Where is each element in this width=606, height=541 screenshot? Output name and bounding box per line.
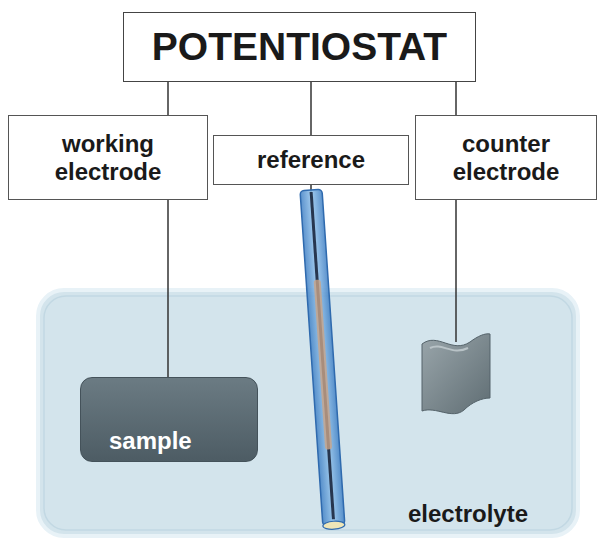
- node-label: reference: [257, 146, 365, 174]
- node-label: sample: [109, 427, 192, 455]
- reference-tube: [300, 189, 345, 530]
- connector-wire: [310, 82, 312, 135]
- node-label: counter electrode: [431, 130, 581, 185]
- label-box: counter electrode: [415, 115, 597, 200]
- electrolyte-bath: [38, 290, 578, 536]
- node-label: working electrode: [28, 130, 188, 185]
- instrument-box: POTENTIOSTAT: [123, 12, 476, 82]
- label-box: reference: [213, 135, 409, 185]
- sheet-highlight: [430, 346, 468, 350]
- connector-wire: [167, 200, 169, 377]
- label-box: working electrode: [8, 115, 208, 200]
- electrolyte-region: electrolyte sample: [38, 290, 578, 536]
- node-label: POTENTIOSTAT: [152, 25, 447, 70]
- connector-wire: [455, 82, 457, 115]
- node-label: electrolyte: [408, 500, 528, 528]
- counter-sheet: [422, 334, 490, 414]
- counter-lead: [455, 199, 457, 342]
- sample-block: sample: [80, 377, 258, 462]
- bath-rim: [44, 296, 572, 530]
- connector-wire: [167, 82, 169, 115]
